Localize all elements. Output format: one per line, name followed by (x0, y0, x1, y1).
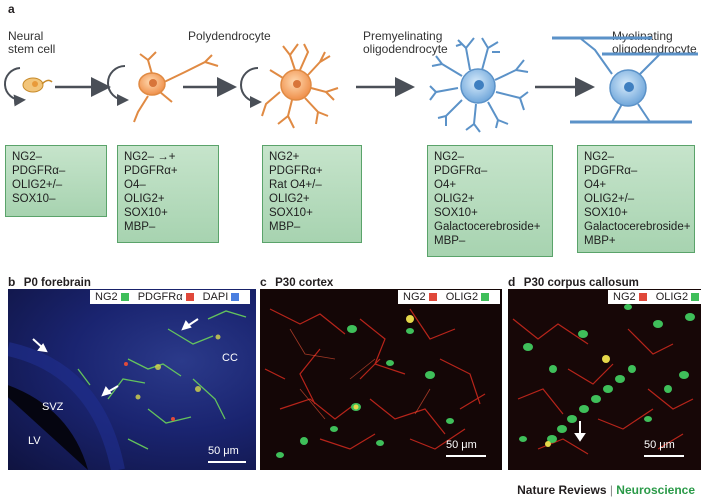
marker-text: O4– (124, 179, 146, 191)
legend-swatch (185, 293, 194, 302)
journal-credit: Nature Reviews | Neuroscience (517, 483, 695, 497)
cc-label: CC (222, 352, 238, 364)
stage-title-line: Premyelinating (363, 29, 443, 43)
marker-text: O4+ (434, 179, 457, 191)
panel-d-micrograph: 50 μm (508, 289, 701, 470)
marker-text: OLIG2+ (434, 193, 475, 205)
marker-text: Rat O4+/– (269, 179, 322, 191)
marker-text: Galactocerebroside+ (584, 221, 691, 233)
marker-text: SOX10+ (434, 207, 478, 219)
marker-text: MBP– (124, 221, 156, 233)
panel-b-texture (8, 310, 247, 470)
marker-box-premyelinating: NG2– PDGFRα– O4+ OLIG2+ SOX10+ Galactoce… (427, 145, 553, 257)
panel-c-texture (264, 308, 486, 458)
marker-box-stem-cell: NG2– PDGFRα– OLIG2+/– SOX10– (5, 145, 107, 217)
panel-b-header: b P0 forebrain (8, 273, 91, 291)
stage-title-premyelinating: Premyelinating oligodendrocyte (363, 30, 448, 56)
stage-title-line: stem cell (8, 42, 56, 56)
marker-text: PDGFRα+ (269, 165, 323, 177)
panel-d-title: P30 corpus callosum (523, 277, 639, 289)
stage-title-line: Polydendrocyte (188, 29, 271, 43)
marker-text: OLIG2+ (124, 193, 165, 205)
legend-label: NG2 (613, 291, 636, 303)
marker-text: OLIG2+/– (12, 179, 63, 191)
marker-text: NG2– (12, 151, 43, 163)
panel-b-title: P0 forebrain (23, 277, 91, 289)
marker-text: NG2– (584, 151, 615, 163)
marker-text: MBP– (434, 235, 466, 247)
legend-swatch (231, 293, 240, 302)
marker-text: OLIG2+/– (584, 193, 635, 205)
marker-text: PDGFRα– (584, 165, 638, 177)
marker-box-myelinating: NG2– PDGFRα– O4+ OLIG2+/– SOX10+ Galacto… (577, 145, 695, 253)
panel-b-micrograph: CC SVZ LV 50 μm (8, 289, 256, 470)
panel-b-letter: b (8, 275, 16, 289)
marker-text: O4+ (584, 179, 607, 191)
legend-label: OLIG2 (655, 291, 689, 303)
stage-title-line: oligodendrocyte (612, 42, 697, 56)
legend-swatch (691, 293, 700, 302)
panel-b-legend: NG2 PDGFRα DAPI (90, 290, 251, 304)
marker-text: PDGFRα– (434, 165, 488, 177)
stage-title-stem-cell: Neural stem cell (8, 30, 55, 56)
marker-text: SOX10+ (584, 207, 628, 219)
scale-bar (644, 455, 684, 457)
journal-section: Neuroscience (616, 483, 695, 497)
panel-d-letter: d (508, 275, 516, 289)
panel-d-header: d P30 corpus callosum (508, 273, 639, 291)
marker-text: NG2– →+ (124, 151, 176, 163)
marker-text: PDGFRα– (12, 165, 66, 177)
scale-bar (446, 455, 486, 457)
panel-c-header: c P30 cortex (260, 273, 333, 291)
marker-text: SOX10+ (269, 207, 313, 219)
legend-label: DAPI (202, 291, 229, 303)
journal-separator: | (609, 483, 617, 497)
marker-text: NG2– (434, 151, 465, 163)
stage-title-line: Neural (8, 29, 44, 43)
panel-c-title: P30 cortex (275, 277, 334, 289)
legend-swatch (428, 293, 437, 302)
journal-name: Nature Reviews (517, 483, 607, 497)
legend-swatch (638, 293, 647, 302)
premyelinating-oligodendrocyte-icon (429, 37, 529, 133)
polydendrocyte-icon (240, 43, 339, 129)
legend-label: OLIG2 (445, 291, 479, 303)
marker-text: SOX10– (12, 193, 56, 205)
panel-c-legend: NG2 OLIG2 (398, 290, 501, 304)
legend-label: PDGFRα (137, 291, 183, 303)
panel-a-letter: a (8, 2, 15, 16)
marker-text: Galactocerebroside+ (434, 221, 541, 233)
panel-d-texture (512, 304, 695, 455)
stage-title-line: oligodendrocyte (363, 42, 448, 56)
marker-text: PDGFRα+ (124, 165, 178, 177)
scale-label: 50 μm (446, 439, 477, 451)
marker-text: OLIG2+ (269, 193, 310, 205)
legend-swatch (481, 293, 490, 302)
marker-box-polydendrocyte: NG2+ PDGFRα+ Rat O4+/– OLIG2+ SOX10+ MBP… (262, 145, 362, 243)
neural-stem-cell-icon (4, 67, 53, 107)
marker-box-polydendrocyte-early: NG2– →+ PDGFRα+ O4– OLIG2+ SOX10+ MBP– (117, 145, 219, 243)
marker-text: NG2+ (269, 151, 300, 163)
legend-label: NG2 (95, 291, 118, 303)
lv-label: LV (28, 435, 41, 447)
svz-label: SVZ (42, 401, 64, 413)
panel-c-letter: c (260, 275, 267, 289)
marker-text: SOX10+ (124, 207, 168, 219)
stage-title-polydendrocyte: Polydendrocyte (188, 30, 271, 43)
polydendrocyte-early-icon (107, 51, 219, 123)
legend-label: NG2 (403, 291, 426, 303)
scale-bar (208, 461, 246, 463)
lineage-diagram (4, 36, 698, 133)
scale-label: 50 μm (644, 439, 675, 451)
marker-text: MBP+ (584, 235, 616, 247)
scale-label: 50 μm (208, 445, 239, 457)
myelinating-oligodendrocyte-icon (552, 36, 698, 124)
legend-swatch (120, 293, 129, 302)
panel-c-micrograph: 50 μm (260, 289, 502, 470)
panel-d-legend: NG2 OLIG2 (608, 290, 705, 304)
marker-text: MBP– (269, 221, 301, 233)
